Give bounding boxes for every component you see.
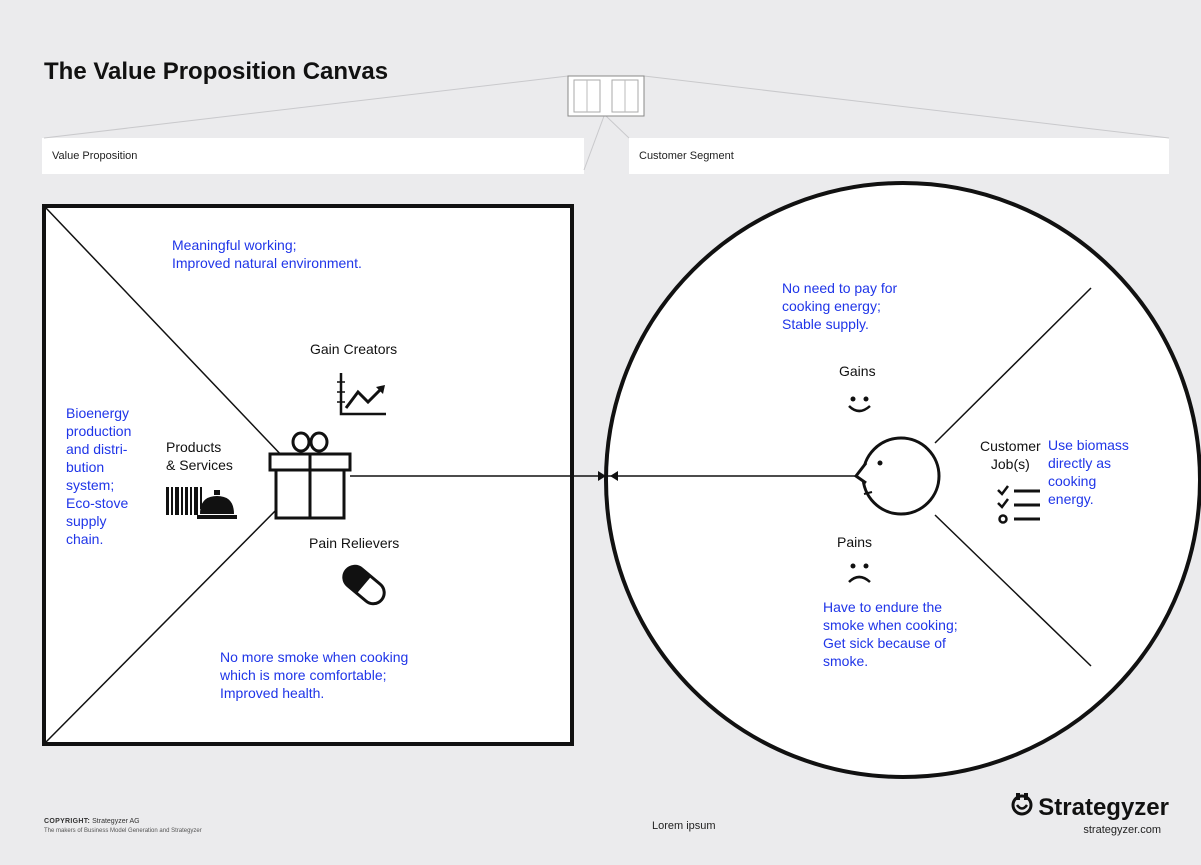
customer-jobs-text[interactable]: Use biomass directly as cooking energy. [1048,437,1129,507]
pain-relievers-label: Pain Relievers [309,535,400,551]
strategyzer-logo-icon [1010,792,1034,823]
gain-creators-text[interactable]: Meaningful working; Improved natural env… [172,237,362,271]
frown-icon [848,563,871,583]
pain-relievers-text[interactable]: No more smoke when cooking which is more… [220,649,409,701]
makers-line: The makers of Business Model Generation … [44,828,202,834]
gains-text[interactable]: No need to pay for cooking energy; Stabl… [782,280,898,332]
copyright-label: COPYRIGHT: [44,818,91,825]
barcode-bell-icon [166,487,237,519]
chart-up-icon [337,373,386,416]
products-services-label: Products & Services [166,439,233,473]
face-profile-icon [853,436,941,516]
brand-url[interactable]: strategyzer.com [1083,824,1161,836]
smile-icon [848,396,871,413]
checklist-icon [997,485,1040,524]
brand-logo: Strategyzer [1010,792,1169,823]
value-proposition-label: Value Proposition [52,150,138,162]
footer-center-text: Lorem ipsum [652,820,716,832]
brand-name: Strategyzer [1038,793,1169,821]
customer-segment-field[interactable]: Customer Segment [629,138,1169,174]
gift-icon [268,431,352,520]
customer-segment-label: Customer Segment [639,150,734,162]
gains-label: Gains [839,363,876,379]
page-title: The Value Proposition Canvas [44,58,389,85]
gain-creators-label: Gain Creators [310,341,398,357]
copyright: COPYRIGHT: Strategyzer AG [44,818,140,825]
value-proposition-field[interactable]: Value Proposition [42,138,584,174]
canvas-thumbnail-icon [43,75,1170,171]
pains-text[interactable]: Have to endure the smoke when cooking; G… [823,599,958,669]
pains-label: Pains [837,534,873,550]
customer-jobs-label: Customer Job(s) [980,438,1041,472]
pill-icon [342,564,386,606]
fit-connector [350,471,860,481]
copyright-owner: Strategyzer AG [92,818,140,825]
products-services-text[interactable]: Bioenergy production and distri- bution … [66,405,132,547]
